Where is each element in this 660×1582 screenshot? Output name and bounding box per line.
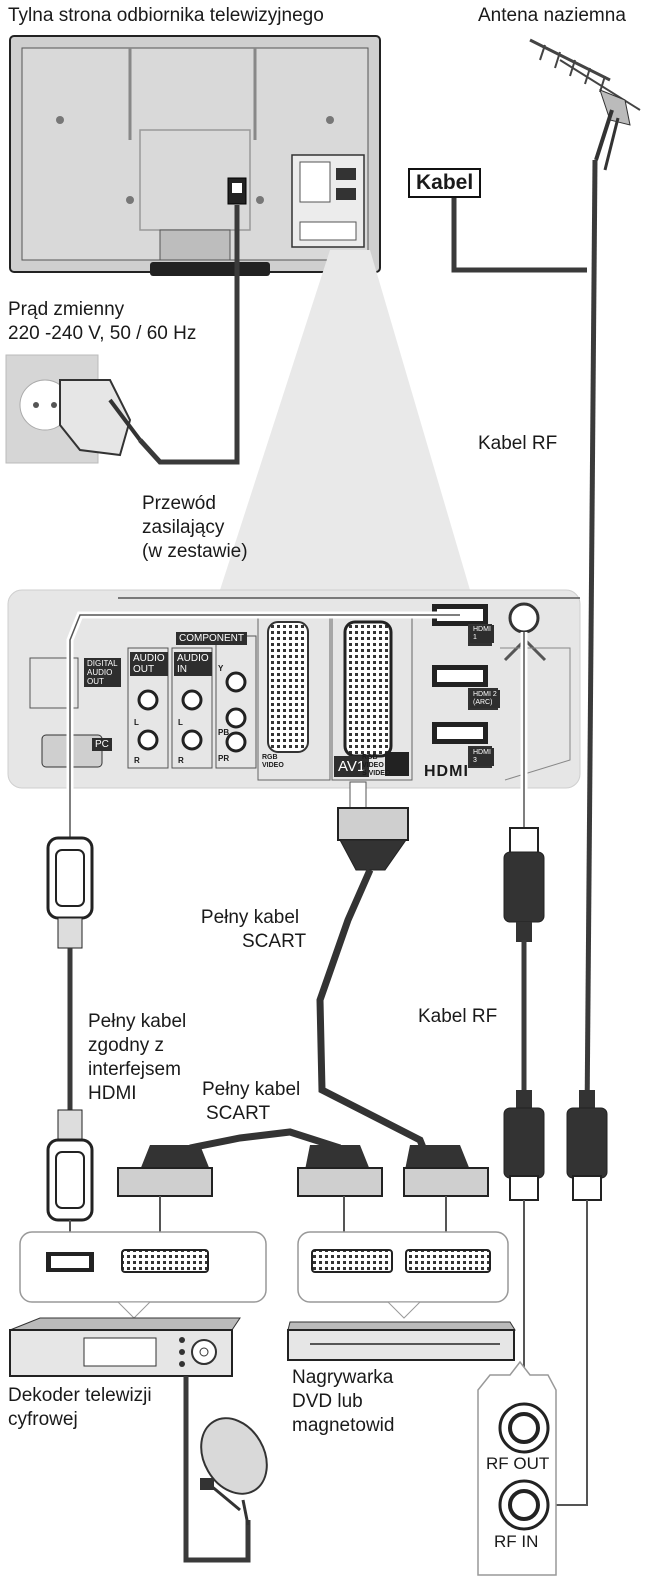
rf-plug-tv [503, 827, 545, 942]
hdmi-cable-line-1: Pełny kabel [88, 1011, 187, 1032]
audio-in-l-label: L [178, 718, 183, 727]
recorder-port-callout [297, 1231, 509, 1319]
power-cord-line-1: Przewód [142, 493, 216, 514]
scart-top-line-1: Pełny kabel [200, 907, 300, 928]
component-y-label: Y [218, 664, 224, 673]
antenna-label: Antena naziemna [478, 5, 626, 26]
scart-bottom-label: Pełny kabel SCART [202, 1078, 300, 1126]
av1-rgb-line-1: RGB [362, 754, 378, 761]
av2-rgb-line-1: RGB [262, 754, 278, 761]
scart-plug-decoder [117, 1145, 213, 1197]
av1-rgb-line-3: S VIDEO [362, 770, 391, 777]
hdmi2-line-2: (ARC) [473, 699, 493, 706]
ac-power-line-2: 220 -240 V, 50 / 60 Hz [8, 323, 197, 344]
pc-label: PC [92, 738, 112, 751]
recorder-label: Nagrywarka DVD lub magnetowid [292, 1366, 394, 1438]
av2-rgb-video-label: RGB VIDEO [262, 754, 284, 770]
audio-out-line-1: AUDIO [133, 653, 165, 664]
digital-audio-line-1: DIGITAL [87, 659, 118, 668]
av2-rgb-line-2: VIDEO [262, 762, 284, 769]
digital-audio-line-3: OUT [87, 677, 104, 686]
rf-cable-mid-label: Kabel RF [418, 1006, 498, 1027]
audio-out-label: AUDIO OUT [130, 652, 168, 676]
digital-audio-line-2: AUDIO [87, 668, 113, 677]
recorder-line-2: DVD lub [292, 1391, 363, 1412]
scart-bottom-line-2: SCART [206, 1103, 271, 1124]
av1-label: AV1 [334, 756, 370, 777]
scart-bottom-line-1: Pełny kabel [202, 1079, 301, 1100]
power-cord-line-3: (w zestawie) [142, 541, 248, 562]
hdmi-cable-line-4: HDMI [88, 1083, 137, 1104]
antenna-rf-line [584, 159, 598, 1121]
hdmi-logo: HDMI [424, 763, 469, 780]
decoder-port-callout [19, 1231, 267, 1319]
satellite-dish [200, 1417, 268, 1526]
wall-socket [5, 354, 142, 464]
hdmi1-line-2: 1 [473, 634, 477, 641]
scart-plug-tv [337, 781, 409, 871]
tv-back-illustration [9, 35, 381, 276]
power-cord-label: Przewód zasilający (w zestawie) [142, 492, 248, 564]
rf-plug-recorder-out [503, 1090, 545, 1201]
hdmi-cable-line-2: zgodny z [88, 1035, 165, 1056]
digital-audio-out-label: DIGITAL AUDIO OUT [84, 658, 121, 687]
decoder-label: Dekoder telewizji cyfrowej [8, 1384, 152, 1432]
scart-plug-recorder [403, 1145, 489, 1197]
hdmi1-label: HDMI 1 [470, 625, 494, 643]
audio-in-line-1: AUDIO [177, 653, 209, 664]
terrestrial-antenna [529, 38, 641, 171]
recorder-line-1: Nagrywarka [292, 1367, 394, 1388]
av1-rgb-video-label: RGB VIDEO S VIDEO [362, 754, 390, 778]
ac-power-line-1: Prąd zmienny [8, 299, 125, 320]
av1-rgb-line-2: VIDEO [362, 762, 384, 769]
audio-in-r-label: R [178, 756, 184, 765]
ac-power-label: Prąd zmienny 220 -240 V, 50 / 60 Hz [8, 298, 196, 346]
audio-out-line-2: OUT [133, 664, 155, 675]
rf-cable-top-label: Kabel RF [478, 433, 558, 454]
hdmi3-line-2: 3 [473, 757, 477, 764]
decoder-line-1: Dekoder telewizji [8, 1385, 152, 1406]
audio-in-line-2: IN [177, 664, 187, 675]
cable-line [451, 195, 587, 273]
zoom-indicator [220, 250, 470, 590]
scart-cable-bottom [189, 1128, 342, 1152]
audio-out-r-label: R [134, 756, 140, 765]
hdmi2-label: HDMI 2 (ARC) [470, 690, 500, 708]
hdmi2-line-1: HDMI 2 [473, 691, 497, 698]
component-label: COMPONENT [176, 632, 247, 645]
audio-in-label: AUDIO IN [174, 652, 212, 676]
scart-top-label: Pełny kabel SCART [194, 906, 306, 954]
component-pb-label: PB [218, 728, 230, 737]
scart-cable-top [316, 868, 436, 1172]
tv-terminal-panel [7, 589, 581, 789]
scart-plug-recorder-2 [297, 1145, 383, 1197]
hdmi-cable-label: Pełny kabel zgodny z interfejsem HDMI [88, 1010, 186, 1106]
satellite-cable [183, 1376, 251, 1563]
hdmi-plug-bottom [46, 1109, 94, 1222]
rf-in-label: RF IN [494, 1532, 539, 1551]
power-cord [138, 205, 240, 465]
hdmi3-label: HDMI 3 [470, 748, 494, 766]
hdmi3-line-1: HDMI [473, 749, 491, 756]
recorder-line-3: magnetowid [292, 1415, 395, 1436]
digital-decoder [9, 1317, 241, 1377]
rf-terminals-callout [477, 1360, 557, 1576]
audio-out-l-label: L [134, 718, 139, 727]
scart-top-line-2: SCART [242, 931, 307, 952]
hdmi-cable-line-3: interfejsem [88, 1059, 181, 1080]
component-pr-label: PR [218, 754, 230, 763]
tv-back-label: Tylna strona odbiornika telewizyjnego [8, 5, 324, 26]
power-cord-line-2: zasilający [142, 517, 225, 538]
dvd-recorder [287, 1321, 516, 1361]
rf-out-label: RF OUT [486, 1454, 550, 1473]
rf-plug-recorder-in [566, 1090, 608, 1201]
cable-box-label: Kabel [408, 168, 482, 198]
hdmi1-line-1: HDMI [473, 626, 491, 633]
decoder-line-2: cyfrowej [8, 1409, 78, 1430]
hdmi-plug-top [46, 836, 94, 949]
